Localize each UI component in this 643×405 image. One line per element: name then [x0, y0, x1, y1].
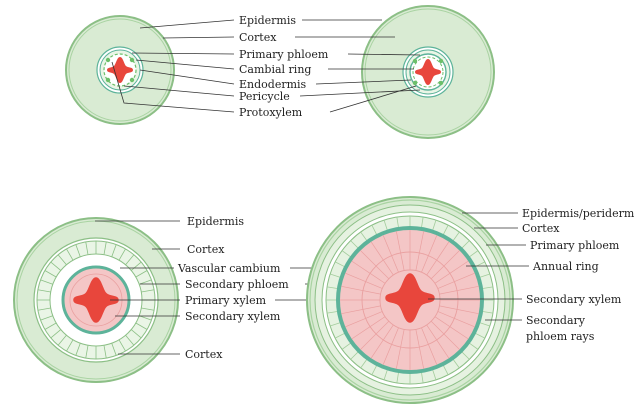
label-cambial-ring: Cambial ring: [239, 63, 311, 76]
ray-line: [415, 329, 424, 369]
ray-line: [139, 315, 152, 321]
ray-line: [451, 358, 460, 369]
ray-line: [430, 320, 460, 350]
ray-line: [118, 248, 126, 261]
ray-line: [370, 324, 394, 359]
label-protoxylem: Protoxylem: [239, 106, 303, 119]
ray-line: [421, 235, 438, 273]
label-vascular-cambium: Vascular cambium: [177, 262, 281, 275]
ray-line: [370, 241, 394, 276]
label-epidermis: Epidermis: [239, 14, 296, 27]
ray-line: [382, 235, 399, 273]
ray-line: [360, 250, 390, 280]
ray-line: [44, 322, 57, 330]
ray-line: [415, 231, 424, 271]
ray-line: [468, 341, 479, 350]
secondary-root-section-large: [306, 196, 514, 404]
label-secondary-phloem-rays-1: Secondary: [526, 314, 586, 327]
ray-line: [135, 270, 148, 278]
ray-line: [437, 272, 475, 289]
ray-line: [396, 231, 405, 271]
ray-line: [439, 286, 479, 295]
label-secondary-phloem-rays-2: phloem rays: [526, 330, 595, 343]
ray-line: [85, 241, 89, 255]
label-epidermis-periderm: Epidermis/periderm: [522, 207, 635, 220]
ray-line: [37, 307, 51, 311]
ray-line: [118, 339, 126, 352]
ray-line: [351, 260, 386, 284]
label-secondary-phloem: Secondary phloem: [185, 278, 289, 291]
label-annual-ring: Annual ring: [532, 260, 599, 273]
ray-line: [135, 322, 148, 330]
ray-line: [360, 320, 390, 350]
top-label-column: Epidermis Cortex Primary phloem Cambial …: [111, 14, 421, 119]
ray-line: [44, 270, 57, 278]
primary-root-section-right: [361, 5, 495, 139]
ray-line: [431, 219, 437, 232]
label-endodermis: Endodermis: [239, 78, 307, 91]
ray-line: [434, 316, 469, 340]
ray-line: [345, 311, 383, 328]
ray-line: [85, 345, 89, 359]
ray-line: [351, 316, 386, 340]
label-pericycle: Pericycle: [239, 90, 290, 103]
ray-line: [139, 279, 152, 285]
ray-line: [426, 241, 450, 276]
ray-line: [50, 329, 62, 339]
ray-line: [130, 329, 142, 339]
ray-line: [382, 327, 399, 365]
label-secondary-xylem: Secondary xylem: [185, 310, 281, 323]
ray-line: [57, 254, 67, 266]
bottom-left-labels: Epidermis Cortex Vascular cambium Second…: [95, 215, 406, 361]
ray-line: [141, 289, 155, 293]
primary-root-section-left: [65, 15, 175, 125]
label-cortex-4: Cortex: [522, 222, 560, 235]
ray-line: [40, 315, 53, 321]
ray-line: [341, 341, 352, 350]
ray-line: [434, 260, 469, 284]
bottom-right-labels: Epidermis/periderm Cortex Primary phloem…: [428, 207, 635, 343]
ray-line: [75, 244, 81, 257]
label-cortex: Cortex: [239, 31, 277, 44]
ray-line: [66, 248, 74, 261]
ray-line: [468, 250, 479, 259]
label-epidermis-2: Epidermis: [187, 215, 244, 228]
ray-line: [50, 261, 62, 271]
ray-line: [37, 289, 51, 293]
ray-line: [111, 343, 117, 356]
label-primary-phloem: Primary phloem: [239, 48, 329, 61]
ray-line: [40, 279, 53, 285]
ray-line: [125, 334, 135, 346]
ray-line: [439, 305, 479, 314]
ray-line: [437, 311, 475, 328]
ray-line: [130, 261, 142, 271]
ray-line: [360, 358, 369, 369]
ray-line: [421, 327, 438, 365]
ray-line: [430, 250, 460, 280]
ray-line: [396, 329, 405, 369]
ray-line: [383, 219, 389, 232]
label-secondary-xylem-2: Secondary xylem: [526, 293, 622, 306]
ray-line: [111, 244, 117, 257]
ray-line: [103, 241, 107, 255]
ray-line: [75, 343, 81, 356]
label-cortex-3: Cortex: [185, 348, 223, 361]
ray-line: [426, 324, 450, 359]
ray-line: [345, 272, 383, 289]
ray-line: [341, 305, 381, 314]
ray-line: [66, 339, 74, 352]
secondary-root-section-small: [13, 217, 179, 383]
ray-line: [341, 286, 381, 295]
ray-line: [125, 254, 135, 266]
label-primary-phloem-2: Primary phloem: [530, 239, 620, 252]
ray-line: [57, 334, 67, 346]
label-cortex-2: Cortex: [187, 243, 225, 256]
ray-line: [341, 250, 352, 259]
ray-line: [141, 307, 155, 311]
ray-line: [103, 345, 107, 359]
label-primary-xylem: Primary xylem: [185, 294, 267, 307]
